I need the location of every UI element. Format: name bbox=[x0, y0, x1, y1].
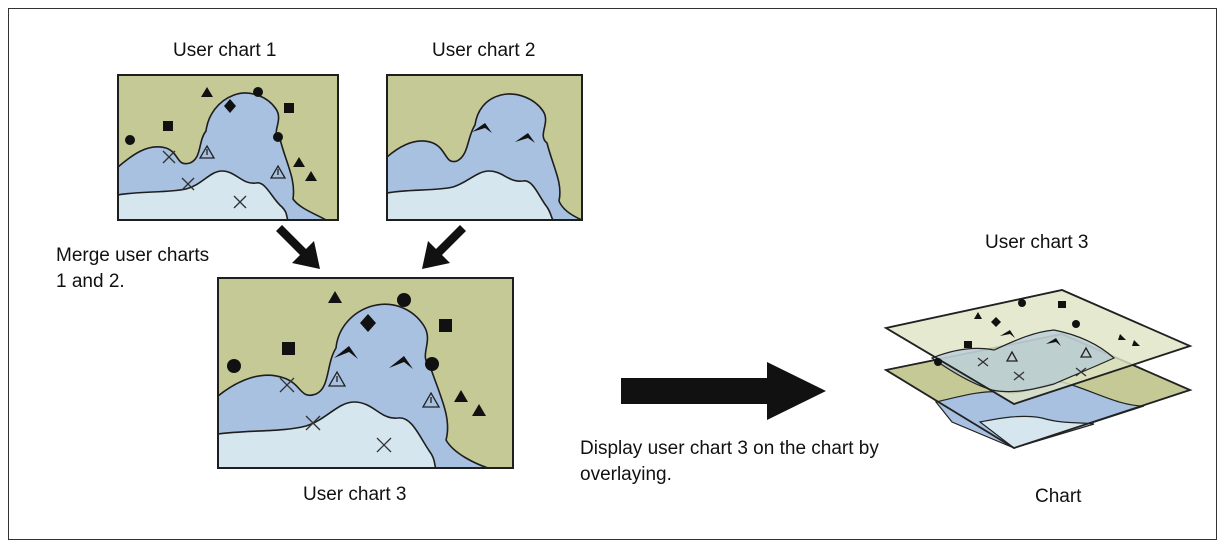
warning-triangle-icon bbox=[198, 144, 216, 159]
overlay-illustration bbox=[883, 289, 1193, 449]
arrowhead-symbol-icon bbox=[1000, 330, 1015, 338]
overlay-arrow bbox=[621, 362, 826, 420]
circle-symbol-icon bbox=[1072, 320, 1080, 328]
cross-mark-icon bbox=[279, 377, 295, 393]
diamond-symbol-icon bbox=[224, 99, 236, 113]
triangle-symbol-icon bbox=[1118, 334, 1126, 340]
display-caption: Display user chart 3 on the chart by ove… bbox=[580, 438, 879, 485]
user-chart-3-overlay-label: User chart 3 bbox=[985, 232, 1089, 253]
circle-symbol-icon bbox=[397, 293, 411, 307]
square-symbol-icon bbox=[439, 319, 452, 332]
cross-mark-icon bbox=[162, 150, 176, 164]
circle-symbol-icon bbox=[1018, 299, 1026, 307]
arrowhead-symbol-icon bbox=[472, 123, 492, 133]
triangle-symbol-icon bbox=[201, 87, 213, 97]
circle-symbol-icon bbox=[227, 359, 241, 373]
merge-arrow-left bbox=[276, 225, 320, 269]
warning-triangle-icon bbox=[327, 370, 347, 387]
cross-mark-icon bbox=[977, 357, 989, 367]
figure-frame bbox=[8, 8, 1217, 540]
warning-triangle-icon bbox=[269, 164, 287, 179]
warning-triangle-icon bbox=[1079, 346, 1093, 358]
user-chart-3-map bbox=[217, 277, 514, 469]
circle-symbol-icon bbox=[425, 357, 439, 371]
triangle-symbol-icon bbox=[472, 404, 486, 416]
circle-symbol-icon bbox=[934, 358, 942, 366]
square-symbol-icon bbox=[163, 121, 173, 131]
cross-mark-icon bbox=[376, 437, 392, 453]
merge-caption: Merge user charts 1 and 2. bbox=[56, 245, 210, 292]
square-symbol-icon bbox=[284, 103, 294, 113]
diamond-symbol-icon bbox=[360, 314, 376, 332]
arrowhead-symbol-icon bbox=[334, 346, 358, 359]
warning-triangle-icon bbox=[421, 391, 441, 408]
user-chart-1-label: User chart 1 bbox=[173, 40, 277, 61]
user-chart-2-map bbox=[386, 74, 583, 221]
square-symbol-icon bbox=[282, 342, 295, 355]
arrowhead-symbol-icon bbox=[1046, 338, 1061, 346]
circle-symbol-icon bbox=[253, 87, 263, 97]
arrowhead-symbol-icon bbox=[389, 356, 413, 369]
user-chart-2-label: User chart 2 bbox=[432, 40, 536, 61]
cross-mark-icon bbox=[181, 177, 195, 191]
chart-label: Chart bbox=[1035, 486, 1082, 507]
user-chart-1-map bbox=[117, 74, 339, 221]
triangle-symbol-icon bbox=[974, 312, 982, 319]
cross-mark-icon bbox=[1013, 371, 1025, 381]
cross-mark-icon bbox=[305, 415, 321, 431]
arrowhead-symbol-icon bbox=[515, 133, 535, 143]
diamond-symbol-icon bbox=[991, 317, 1001, 327]
merge-arrow-right bbox=[422, 225, 466, 269]
triangle-symbol-icon bbox=[454, 390, 468, 402]
user-chart-3-label: User chart 3 bbox=[303, 484, 407, 505]
square-symbol-icon bbox=[964, 341, 972, 348]
cross-mark-icon bbox=[233, 195, 247, 209]
cross-mark-icon bbox=[1075, 367, 1087, 377]
triangle-symbol-icon bbox=[328, 291, 342, 303]
user-chart-3-layer bbox=[883, 289, 1193, 405]
triangle-symbol-icon bbox=[305, 171, 317, 181]
circle-symbol-icon bbox=[273, 132, 283, 142]
triangle-symbol-icon bbox=[293, 157, 305, 167]
square-symbol-icon bbox=[1058, 301, 1066, 308]
circle-symbol-icon bbox=[125, 135, 135, 145]
warning-triangle-icon bbox=[1005, 350, 1019, 362]
triangle-symbol-icon bbox=[1132, 340, 1140, 346]
